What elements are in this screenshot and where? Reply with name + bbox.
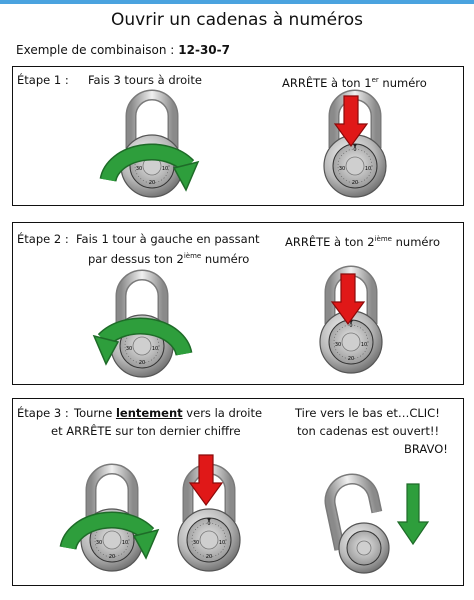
- step3-instruction-line2: et ARRÊTE sur ton dernier chiffre: [51, 424, 241, 438]
- step2-line2-sup: ième: [183, 252, 202, 260]
- red-down-arrow-icon: [331, 273, 365, 325]
- step3-instruction-line1: Tourne lentement vers la droite: [74, 405, 262, 421]
- step2-stop-text: ARRÊTE à ton 2ième numéro: [285, 231, 440, 250]
- step2-instruction-line1: Fais 1 tour à gauche en passant: [76, 232, 260, 246]
- step3-label: Étape 3 :: [17, 406, 69, 420]
- step2-label: Étape 2 :: [17, 232, 69, 246]
- step3-pull-line1: Tire vers le bas et…CLIC!: [295, 406, 440, 420]
- red-down-arrow-icon: [189, 454, 223, 506]
- example-label: Exemple de combinaison :: [16, 43, 175, 57]
- top-accent-bar: [0, 0, 474, 4]
- step2-line2-suffix: numéro: [201, 252, 250, 266]
- example-combination: Exemple de combinaison :12-30-7: [16, 43, 230, 57]
- step1-panel: [12, 66, 464, 206]
- green-down-arrow-icon: [397, 483, 429, 545]
- example-code: 12-30-7: [178, 43, 230, 57]
- step2-line2-prefix: par dessus ton 2: [88, 252, 184, 266]
- step3-bravo: BRAVO!: [404, 442, 448, 456]
- page-title: Ouvrir un cadenas à numéros: [110, 10, 363, 30]
- step1-instruction: Fais 3 tours à droite: [88, 73, 202, 87]
- red-down-arrow-icon: [334, 95, 368, 147]
- step3-panel: [12, 398, 464, 586]
- step1-label: Étape 1 :: [17, 73, 69, 87]
- step2-instruction-line2: par dessus ton 2ième numéro: [88, 248, 249, 267]
- step1-stop-text: ARRÊTE à ton 1er numéro: [282, 72, 427, 91]
- step1-stop-prefix: ARRÊTE à ton 1: [282, 76, 372, 90]
- green-rotate-arrow-icon: [100, 128, 200, 198]
- step2-stop-suffix: numéro: [391, 235, 440, 249]
- step2-stop-prefix: ARRÊTE à ton 2: [285, 235, 375, 249]
- step3-instr-suffix: vers la droite: [182, 406, 263, 420]
- step1-stop-sup: er: [371, 76, 379, 84]
- green-rotate-arrow-icon: [60, 496, 160, 566]
- step3-pull-line2: ton cadenas est ouvert!!: [297, 424, 440, 438]
- step3-instr-prefix: Tourne: [74, 406, 116, 420]
- open-padlock-icon: [318, 450, 398, 575]
- step2-stop-sup: ième: [374, 235, 392, 243]
- step2-panel: [12, 222, 464, 385]
- green-rotate-arrow-icon: [92, 302, 192, 372]
- step1-stop-suffix: numéro: [378, 76, 427, 90]
- step3-instr-emphasis: lentement: [115, 406, 183, 420]
